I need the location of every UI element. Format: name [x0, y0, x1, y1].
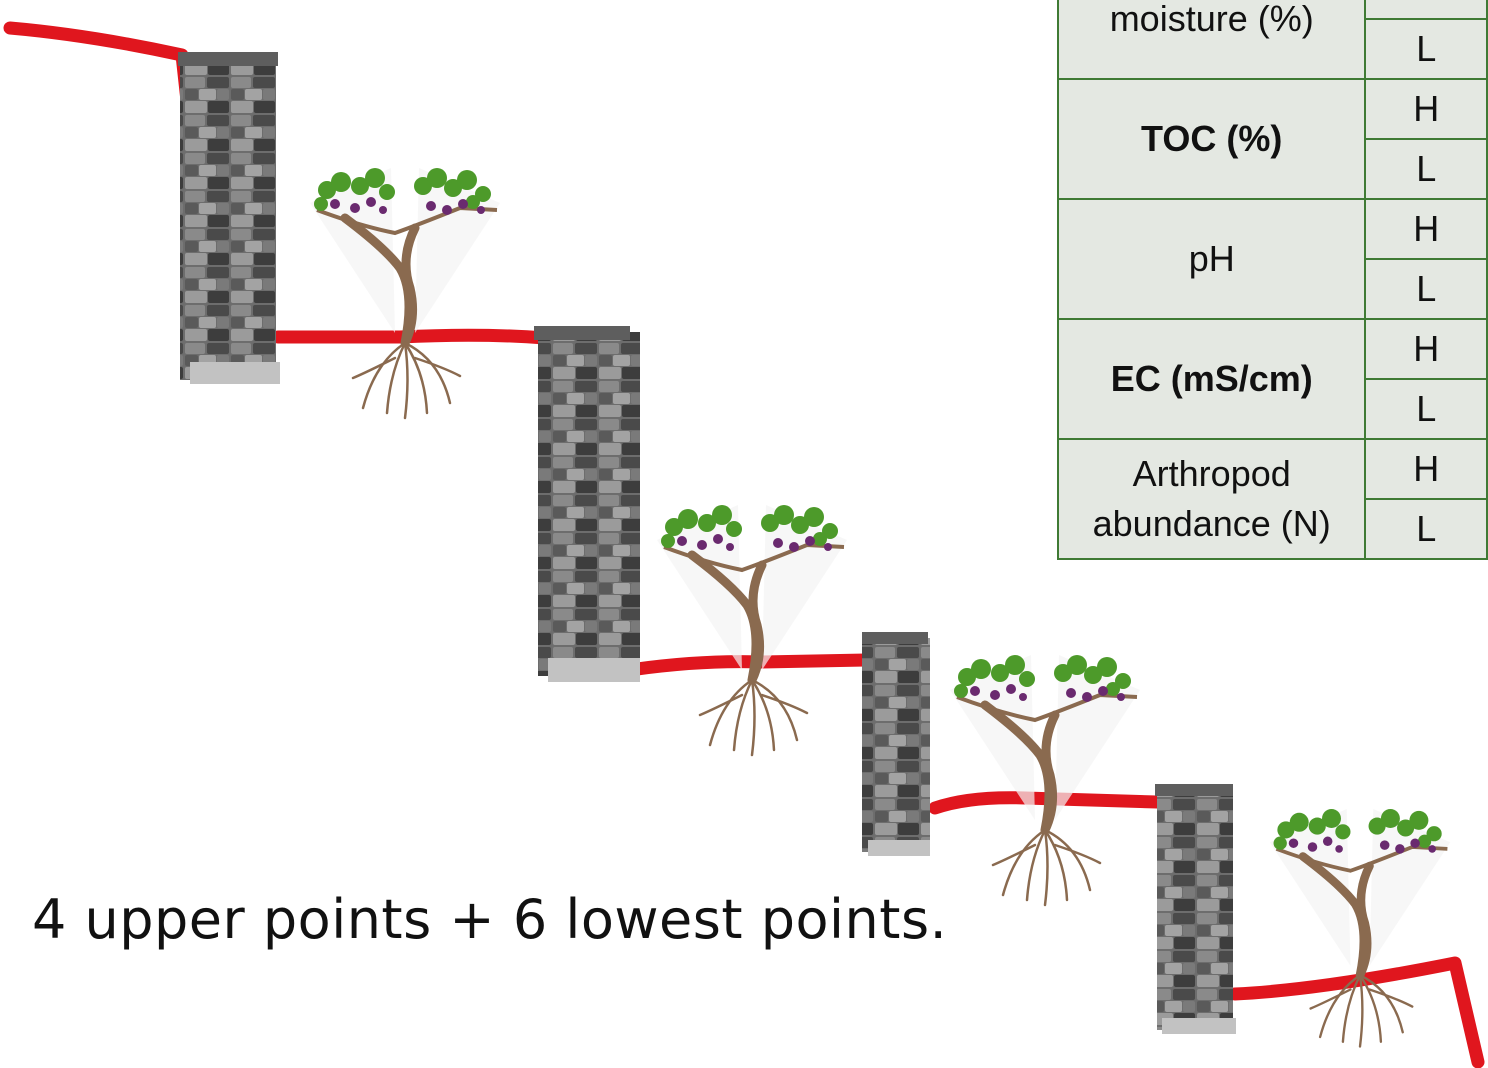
level-low: L: [1364, 18, 1488, 80]
grapevine-icon: [310, 168, 500, 418]
level-low: L: [1364, 498, 1488, 560]
parameter-ec: EC (mS/cm): [1056, 318, 1367, 440]
level-low: L: [1364, 258, 1488, 320]
grapevine-icon: [950, 655, 1140, 905]
stone-wall-3: [862, 632, 930, 856]
level-high: [1364, 0, 1488, 20]
level-high: H: [1364, 438, 1488, 500]
parameter-moisture: moisture (%): [1056, 0, 1367, 80]
stone-wall-1: [178, 52, 280, 384]
stone-wall-4: [1155, 784, 1236, 1034]
level-high: H: [1364, 78, 1488, 140]
sampling-caption: 4 upper points + 6 lowest points.: [32, 888, 948, 951]
grapevine-icon: [1270, 809, 1451, 1047]
level-high: H: [1364, 318, 1488, 380]
parameter-toc: TOC (%): [1056, 78, 1367, 200]
stone-wall-2: [534, 326, 640, 682]
parameter-ph: pH: [1056, 198, 1367, 320]
parameter-arthropod: Arthropod abundance (N): [1056, 438, 1367, 560]
level-high: H: [1364, 198, 1488, 260]
level-low: L: [1364, 138, 1488, 200]
grapevine-icon: [657, 505, 847, 755]
level-low: L: [1364, 378, 1488, 440]
